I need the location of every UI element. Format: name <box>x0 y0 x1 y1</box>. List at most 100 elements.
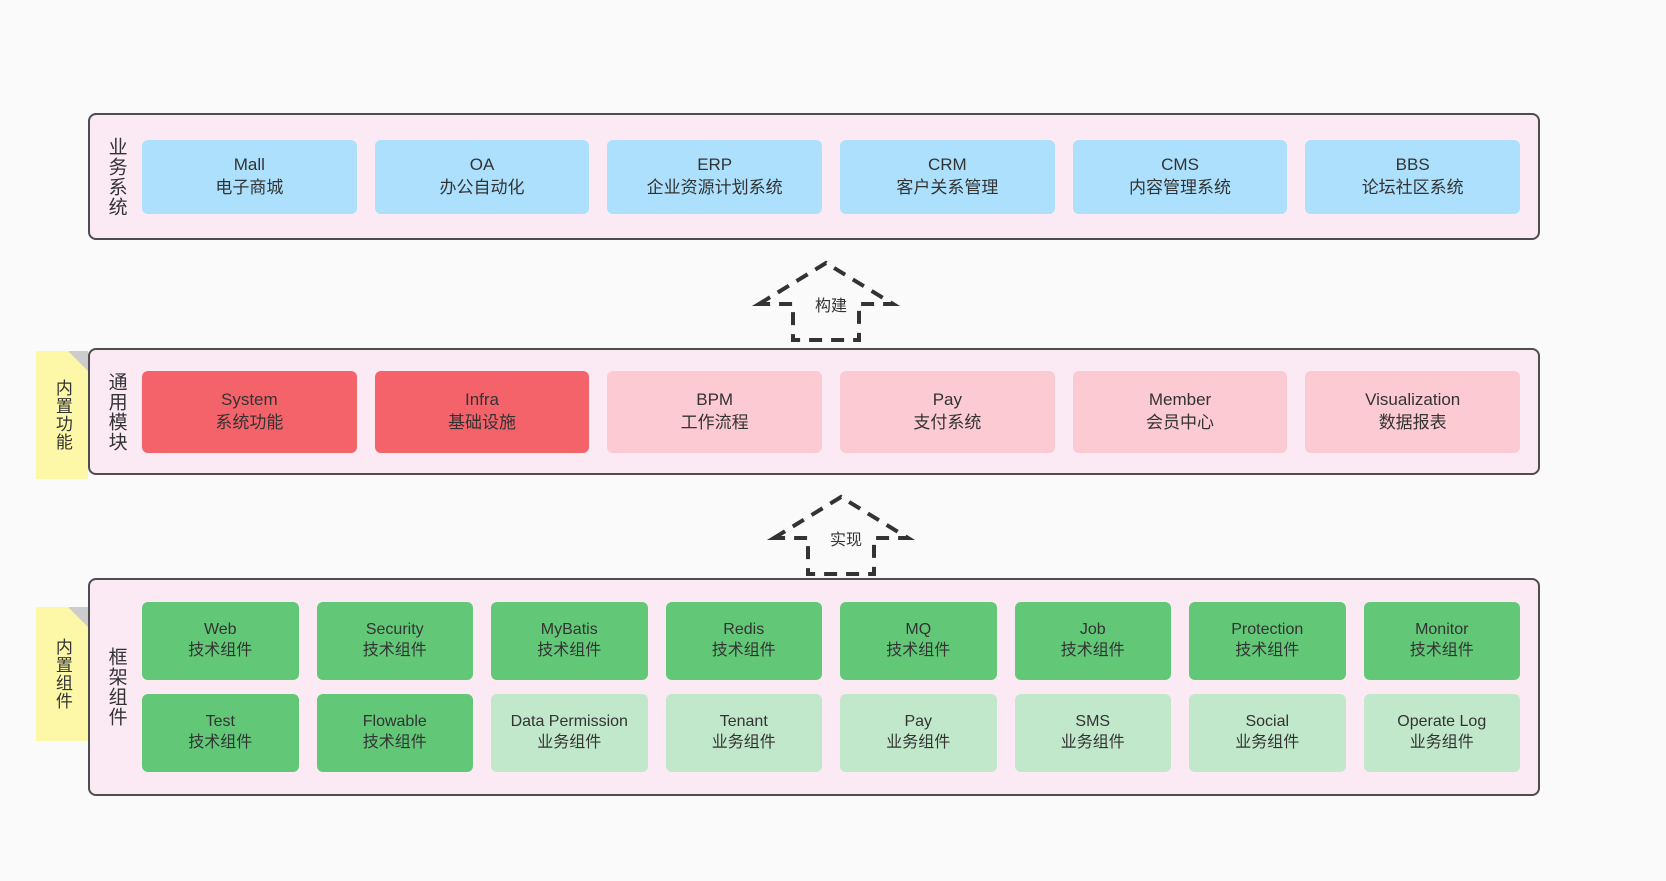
component-card-tenant[interactable]: Tenant 业务组件 <box>665 694 822 772</box>
card-en-label: CRM <box>927 155 967 175</box>
card-en-label: SMS <box>1075 713 1111 731</box>
card-cn-label: 数据报表 <box>1378 412 1447 432</box>
card-en-label: Mall <box>233 155 265 175</box>
component-card-data-permission[interactable]: Data Permission 业务组件 <box>491 694 648 772</box>
card-cn-label: 支付系统 <box>913 412 982 432</box>
card-cn-label: 客户关系管理 <box>896 177 999 197</box>
component-card-job[interactable]: Job 技术组件 <box>1014 602 1171 680</box>
card-en-label: Visualization <box>1365 390 1461 410</box>
component-card-sms[interactable]: SMS 业务组件 <box>1014 694 1171 772</box>
business-card-crm[interactable]: CRM 客户关系管理 <box>840 139 1055 214</box>
component-card-web[interactable]: Web 技术组件 <box>142 602 299 680</box>
card-cn-label: 技术组件 <box>188 642 253 659</box>
business-card-mall[interactable]: Mall 电子商城 <box>142 139 357 214</box>
common-card-row: System 系统功能 Infra 基础设施 BPM 工作流程 Pay 支付系统… <box>142 370 1521 453</box>
component-card-operate-log[interactable]: Operate Log 业务组件 <box>1363 694 1520 772</box>
card-en-label: Monitor <box>1415 621 1469 639</box>
card-en-label: MyBatis <box>540 621 598 639</box>
card-en-label: Member <box>1148 390 1212 410</box>
framework-tech-row: Web 技术组件 Security 技术组件 MyBatis 技术组件 Redi… <box>142 602 1520 680</box>
card-cn-label: 基础设施 <box>448 412 516 432</box>
note-label: 内置功能 <box>52 379 72 451</box>
card-cn-label: 技术组件 <box>1409 642 1474 659</box>
card-cn-label: 技术组件 <box>188 734 253 751</box>
business-card-erp[interactable]: ERP 企业资源计划系统 <box>607 139 823 214</box>
card-cn-label: 技术组件 <box>362 734 427 751</box>
component-card-mybatis[interactable]: MyBatis 技术组件 <box>491 602 648 680</box>
business-card-oa[interactable]: OA 办公自动化 <box>374 139 590 214</box>
business-layer-body: Mall 电子商城 OA 办公自动化 ERP 企业资源计划系统 CRM 客户关系… <box>142 115 1538 238</box>
card-cn-label: 系统功能 <box>215 412 284 432</box>
component-card-flowable[interactable]: Flowable 技术组件 <box>316 694 473 772</box>
card-cn-label: 技术组件 <box>711 642 776 659</box>
card-cn-label: 技术组件 <box>1060 642 1125 659</box>
build-arrow-label: 构建 <box>815 298 848 315</box>
framework-layer-label: 框架组件 <box>105 647 127 727</box>
common-layer-body: System 系统功能 Infra 基础设施 BPM 工作流程 Pay 支付系统… <box>142 350 1538 473</box>
card-en-label: Job <box>1079 621 1106 639</box>
card-cn-label: 业务组件 <box>1060 734 1125 751</box>
card-en-label: BPM <box>696 390 734 410</box>
module-card-visualization[interactable]: Visualization 数据报表 <box>1305 370 1521 453</box>
card-cn-label: 电子商城 <box>215 177 284 197</box>
card-cn-label: 论坛社区系统 <box>1361 177 1464 197</box>
component-card-mq[interactable]: MQ 技术组件 <box>840 602 997 680</box>
component-card-security[interactable]: Security 技术组件 <box>316 602 473 680</box>
card-cn-label: 办公自动化 <box>439 177 525 197</box>
module-card-bpm[interactable]: BPM 工作流程 <box>607 370 823 453</box>
component-card-social[interactable]: Social 业务组件 <box>1189 694 1346 772</box>
business-card-bbs[interactable]: BBS 论坛社区系统 <box>1305 139 1521 214</box>
business-system-layer: 业务系统 Mall 电子商城 OA 办公自动化 ERP 企业资源计划系统 CRM… <box>88 113 1540 240</box>
card-en-label: Data Permission <box>510 713 628 731</box>
card-en-label: OA <box>469 155 495 175</box>
card-cn-label: 业务组件 <box>537 734 602 751</box>
card-en-label: Protection <box>1231 621 1304 639</box>
implement-arrow-label: 实现 <box>830 532 863 549</box>
implement-arrow: 实现 <box>766 492 920 578</box>
card-en-label: Pay <box>904 713 933 731</box>
card-cn-label: 工作流程 <box>680 412 749 432</box>
card-en-label: CMS <box>1161 155 1199 175</box>
card-en-label: Operate Log <box>1397 713 1487 731</box>
card-en-label: Test <box>205 713 235 731</box>
card-en-label: Flowable <box>362 713 427 731</box>
card-en-label: System <box>220 390 278 410</box>
build-arrow: 构建 <box>751 258 905 344</box>
business-card-cms[interactable]: CMS 内容管理系统 <box>1072 139 1288 214</box>
business-card-row: Mall 电子商城 OA 办公自动化 ERP 企业资源计划系统 CRM 客户关系… <box>142 139 1521 214</box>
card-cn-label: 技术组件 <box>1235 642 1300 659</box>
card-cn-label: 企业资源计划系统 <box>646 177 783 197</box>
common-layer-label: 通用模块 <box>105 371 127 452</box>
card-en-label: BBS <box>1395 155 1430 175</box>
card-en-label: Infra <box>464 390 500 410</box>
module-card-system[interactable]: System 系统功能 <box>142 370 357 453</box>
note-label: 内置组件 <box>52 638 72 710</box>
card-en-label: Social <box>1245 713 1290 731</box>
card-cn-label: 业务组件 <box>1409 734 1474 751</box>
card-en-label: Redis <box>723 621 765 639</box>
component-card-protection[interactable]: Protection 技术组件 <box>1189 602 1346 680</box>
card-en-label: Security <box>365 621 424 639</box>
card-cn-label: 技术组件 <box>537 642 602 659</box>
card-en-label: Pay <box>932 390 962 410</box>
card-cn-label: 技术组件 <box>886 642 951 659</box>
card-cn-label: 内容管理系统 <box>1129 177 1232 197</box>
business-layer-label: 业务系统 <box>105 136 127 217</box>
component-card-test[interactable]: Test 技术组件 <box>142 694 299 772</box>
module-card-member[interactable]: Member 会员中心 <box>1072 370 1288 453</box>
component-card-pay[interactable]: Pay 业务组件 <box>840 694 997 772</box>
module-card-pay[interactable]: Pay 支付系统 <box>840 370 1055 453</box>
card-cn-label: 会员中心 <box>1146 412 1215 432</box>
dashed-hollow-arrow-icon <box>766 494 916 576</box>
component-card-monitor[interactable]: Monitor 技术组件 <box>1363 602 1520 680</box>
framework-business-row: Test 技术组件 Flowable 技术组件 Data Permission … <box>142 694 1520 772</box>
dashed-hollow-arrow-icon <box>751 260 901 342</box>
card-cn-label: 业务组件 <box>711 734 776 751</box>
common-module-layer: 通用模块 System 系统功能 Infra 基础设施 BPM 工作流程 Pay… <box>88 348 1540 475</box>
card-en-label: Tenant <box>719 713 768 731</box>
card-cn-label: 技术组件 <box>362 642 427 659</box>
module-card-infra[interactable]: Infra 基础设施 <box>374 370 590 453</box>
component-card-redis[interactable]: Redis 技术组件 <box>665 602 822 680</box>
builtin-component-note: 内置组件 <box>36 607 88 741</box>
